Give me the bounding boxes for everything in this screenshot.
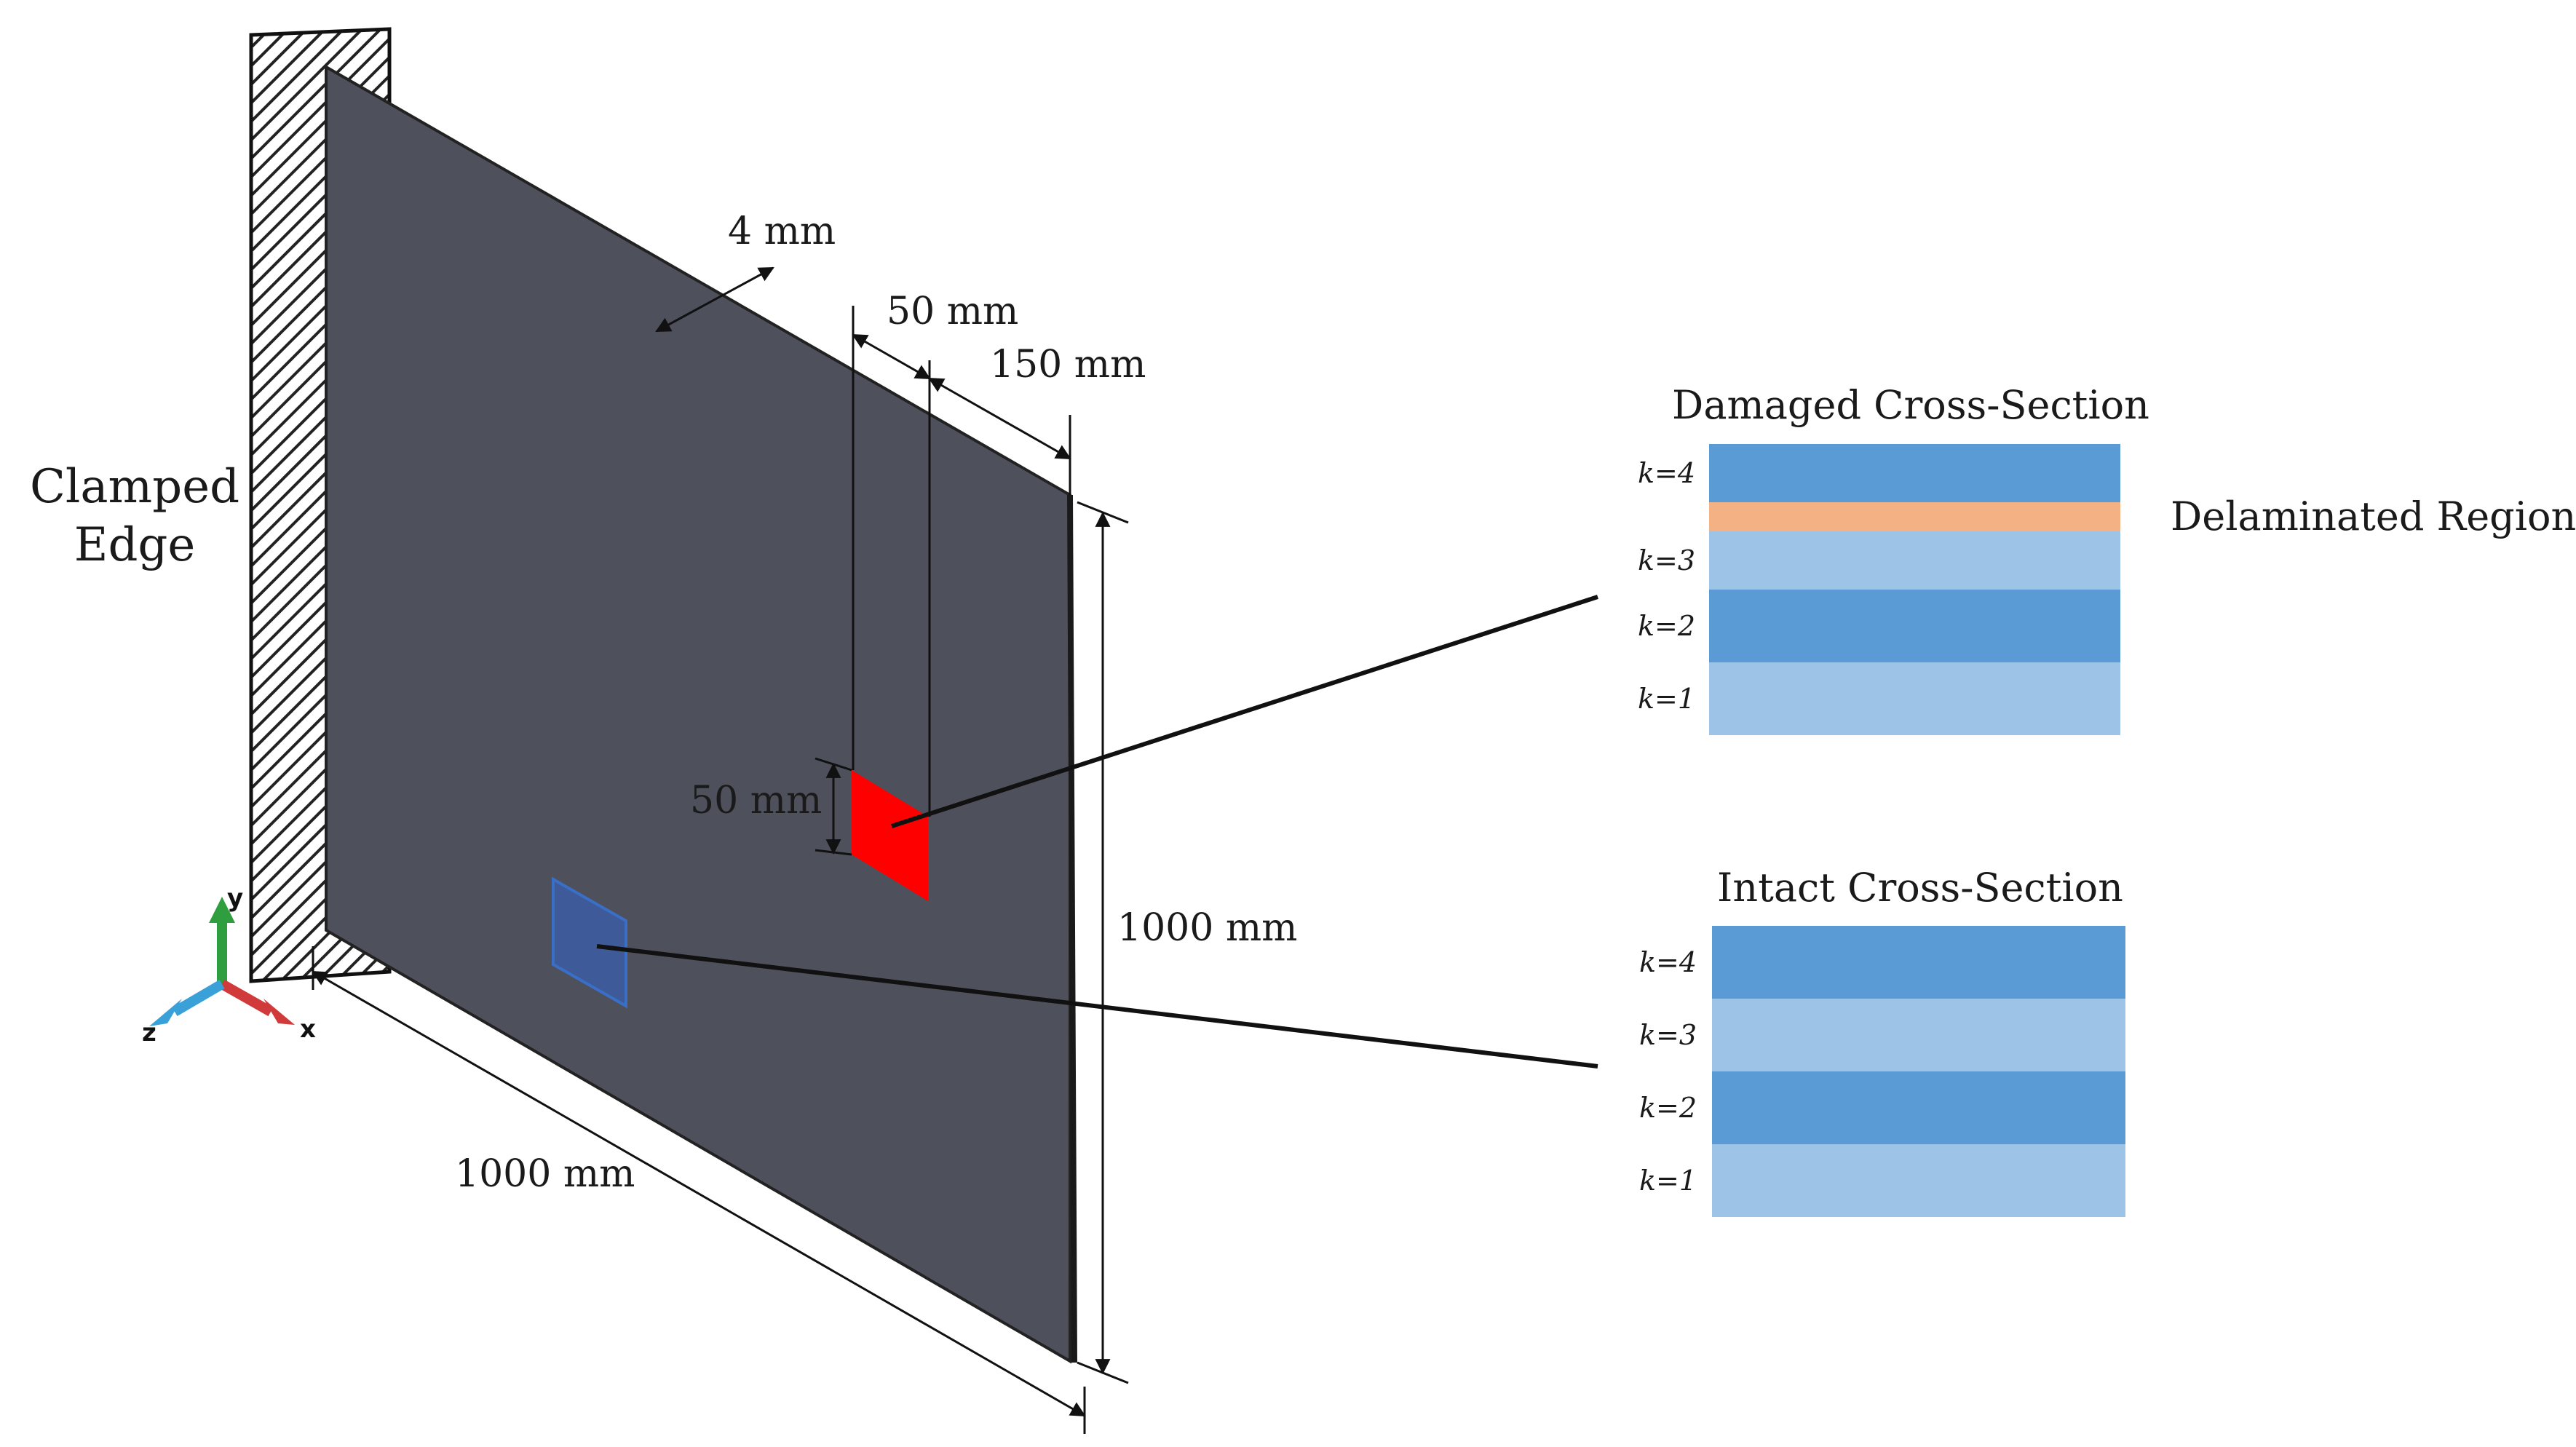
damaged-layer-label: k=4 <box>1638 457 1695 489</box>
x-axis-label: x <box>300 1015 316 1044</box>
y-axis-label: y <box>227 884 243 913</box>
patch-height-label: 50 mm <box>690 779 822 822</box>
x-axis-head <box>263 999 295 1025</box>
y-axis-head <box>209 897 235 923</box>
x-axis-arrow <box>219 979 274 1017</box>
damaged-layer-label: k=2 <box>1638 610 1695 642</box>
clamped-edge-label-line2: Edge <box>74 518 196 572</box>
damage-patch <box>852 770 928 901</box>
patch-width-label: 50 mm <box>887 290 1018 333</box>
plate-width-dim-line <box>312 970 1086 1417</box>
damaged-layer-3 <box>1709 531 2120 590</box>
plate <box>325 64 1071 1364</box>
damage-leader-line <box>891 595 1598 828</box>
intact-section-layers: k=4 k=3 k=2 k=1 <box>1639 926 2125 1217</box>
intact-layer-label: k=2 <box>1639 1092 1697 1124</box>
intact-layer-3 <box>1712 1071 2125 1144</box>
z-axis-label: z <box>142 1018 156 1047</box>
damaged-section-layers: k=4 k=3 k=2 k=1 <box>1638 444 2120 735</box>
patch-offset-dim-line <box>928 377 1071 460</box>
intact-layer-2 <box>1712 999 2125 1071</box>
damaged-layer-label: k=3 <box>1638 544 1695 576</box>
z-axis-head <box>149 999 182 1026</box>
intact-layer-label: k=1 <box>1639 1165 1697 1197</box>
patch-offset-label: 150 mm <box>990 343 1146 386</box>
plate-height-label: 1000 mm <box>1117 906 1297 950</box>
damaged-layer-1 <box>1709 444 2120 502</box>
intact-layer-4 <box>1712 1144 2125 1217</box>
clamped-edge-label-line1: Clamped <box>30 460 239 514</box>
delaminated-region-label: Delaminated Region <box>2171 493 2576 539</box>
damaged-layer-label: k=1 <box>1638 683 1695 715</box>
z-axis-arrow <box>172 979 225 1017</box>
damaged-layer-2 <box>1709 502 2120 531</box>
intact-layer-label: k=3 <box>1639 1019 1697 1051</box>
damaged-layer-5 <box>1709 662 2120 735</box>
damaged-section-title: Damaged Cross-Section <box>1672 382 2149 428</box>
thickness-dim-line <box>655 266 774 333</box>
intact-layer-label: k=4 <box>1639 946 1697 978</box>
damaged-layer-4 <box>1709 590 2120 662</box>
patch-width-dim-line <box>852 333 931 380</box>
axis-triad: y x z <box>142 884 316 1047</box>
plate-width-label: 1000 mm <box>455 1152 635 1196</box>
intact-layer-1 <box>1712 926 2125 999</box>
thickness-label: 4 mm <box>728 210 836 253</box>
intact-section-title: Intact Cross-Section <box>1717 865 2123 911</box>
